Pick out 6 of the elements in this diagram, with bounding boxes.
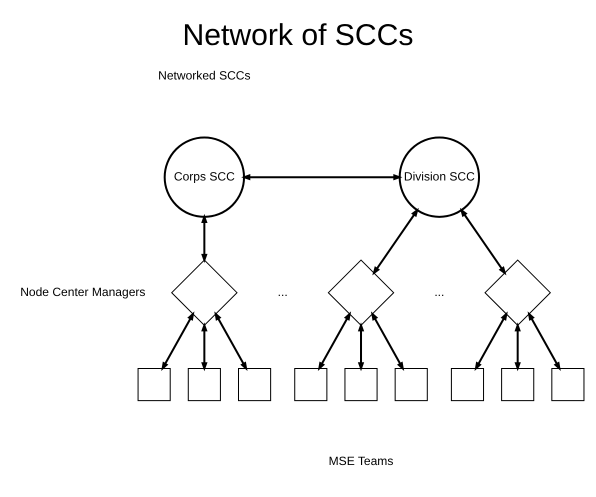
diagram-title: Network of SCCs	[182, 19, 414, 52]
label: ...	[434, 284, 444, 299]
label: ...	[278, 284, 288, 299]
label: Networked SCCs	[158, 68, 251, 82]
label: Node Center Managers	[20, 284, 146, 299]
label: MSE Teams	[328, 454, 394, 468]
